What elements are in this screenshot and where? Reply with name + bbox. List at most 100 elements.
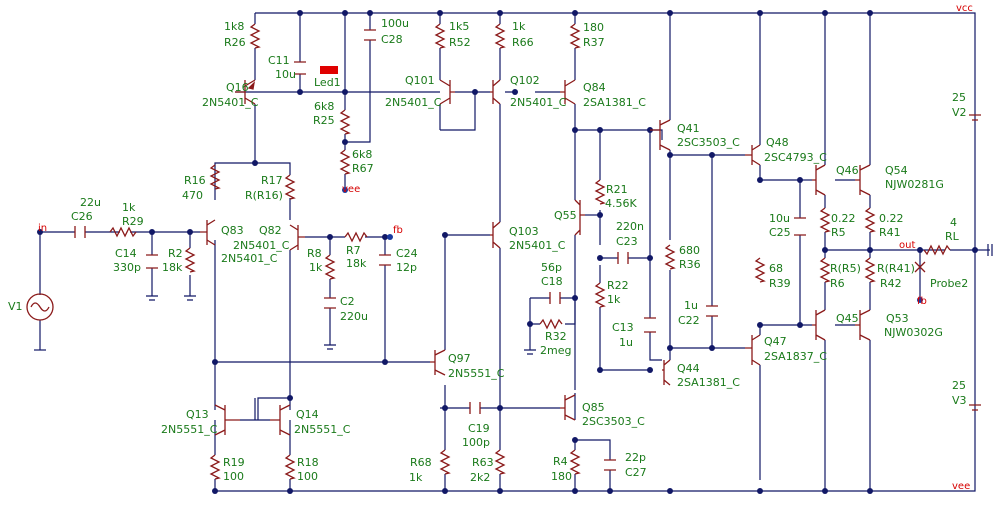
c23-value: 220n (616, 220, 644, 233)
r32-symbol (539, 318, 563, 330)
c27-value: 22p (625, 451, 646, 464)
fb-probe-dot (917, 297, 923, 303)
r25-value: 6k8 (314, 100, 334, 113)
r18-label: R18 (297, 456, 319, 469)
r37-label: R37 (583, 36, 605, 49)
c18-label: C18 (541, 275, 563, 288)
r6-value: R(R5) (830, 262, 861, 275)
r22-value: 1k (607, 293, 621, 306)
r52-label: R52 (449, 36, 471, 49)
net-vcc: vcc (956, 3, 973, 14)
q103-label: Q103 (509, 225, 539, 238)
c23-symbol (617, 252, 629, 264)
r63-value: 2k2 (470, 471, 490, 484)
r22-label: R22 (607, 279, 629, 292)
r4-value: 180 (551, 470, 572, 483)
led1-label: Led1 (314, 76, 341, 89)
net-vee-bottom: vee (952, 481, 970, 492)
c26-symbol (74, 226, 86, 238)
c27-symbol (604, 459, 616, 471)
c18-value: 56p (541, 261, 562, 274)
c26-value: 22u (80, 196, 101, 209)
c28-value: 100u (381, 17, 409, 30)
q101-label: Q101 (405, 74, 435, 87)
r16-value: 470 (182, 189, 203, 202)
net-fb-top: fb (393, 225, 403, 236)
q45-symbol (812, 309, 826, 341)
r4-symbol (569, 449, 581, 475)
c13-label: C13 (612, 321, 634, 334)
c25-symbol (794, 217, 806, 236)
v2-label: V2 (952, 106, 967, 119)
c13-value: 1u (619, 336, 633, 349)
r8-label: R8 (307, 247, 322, 260)
net-fb-probe: fb (917, 296, 927, 307)
c2-value: 220u (340, 310, 368, 323)
r32-value: 2meg (540, 344, 571, 357)
q103-symbol (490, 221, 501, 249)
r5-value: 0.22 (831, 212, 856, 225)
r2-value: 18k (162, 261, 183, 274)
q83-label: Q83 (221, 224, 244, 237)
r16-symbol (209, 164, 221, 190)
q102-label: Q102 (510, 74, 540, 87)
capacitors (74, 29, 806, 471)
c14-symbol (146, 254, 158, 269)
q84-symbol (560, 79, 576, 105)
r18-symbol (284, 454, 296, 480)
c2-label: C2 (340, 295, 355, 308)
r6-symbol (819, 257, 831, 283)
r36-label: R36 (679, 258, 701, 271)
r8-symbol (324, 254, 336, 280)
r19-symbol (209, 454, 221, 480)
c19-symbol (469, 402, 481, 414)
r63-symbol (494, 449, 506, 475)
rl-label: RL (945, 230, 960, 243)
led1-symbol (320, 66, 338, 74)
grounds (146, 295, 536, 355)
q16-label: Q16 (226, 81, 249, 94)
q97-symbol (430, 349, 446, 376)
net-vee-top: vee (342, 184, 360, 195)
q46-symbol (812, 164, 826, 196)
r42-value: R(R41) (877, 262, 915, 275)
component-labels: 1k8 R26 C11 10u Led1 100u C28 1k5 R52 1k… (8, 17, 968, 484)
r16-label: R16 (184, 174, 206, 187)
q84-type: 2SA1381_C (583, 96, 646, 109)
r68-label: R68 (410, 456, 432, 469)
c18-symbol (549, 292, 561, 304)
q54-type: NJW0281G (885, 178, 944, 191)
q101-type: 2N5401_C (385, 96, 442, 109)
q85-symbol (560, 394, 576, 421)
output-terminal (987, 244, 993, 256)
c2-symbol (324, 297, 336, 309)
r36-value: 680 (679, 244, 700, 257)
r39-symbol (754, 257, 766, 283)
q13-symbol (214, 404, 240, 436)
q83-symbol (200, 219, 216, 246)
r26-label: R26 (224, 36, 246, 49)
r26-symbol (249, 23, 261, 49)
r25-label: R25 (313, 114, 335, 127)
q53-label: Q53 (886, 312, 909, 325)
resistors (109, 23, 951, 480)
q13-label: Q13 (186, 408, 209, 421)
rl-value: 4 (950, 216, 957, 229)
q85-type: 2SC3503_C (582, 415, 645, 428)
r19-label: R19 (223, 456, 245, 469)
r67-value: 6k8 (352, 148, 372, 161)
vee-top-dot (342, 187, 348, 193)
r21-label: R21 (606, 183, 628, 196)
q55-label: Q55 (554, 209, 577, 222)
q41-label: Q41 (677, 122, 700, 135)
q83-type: 2N5401_C (221, 252, 278, 265)
rl-symbol (923, 244, 951, 256)
q44-type: 2SA1381_C (677, 376, 740, 389)
probe2-label: Probe2 (930, 277, 968, 290)
c25-label: C25 (769, 226, 791, 239)
c23-label: C23 (616, 235, 638, 248)
r5-label: R5 (831, 226, 846, 239)
r37-value: 180 (583, 21, 604, 34)
r66-symbol (494, 23, 506, 49)
c11-value: 10u (275, 68, 296, 81)
